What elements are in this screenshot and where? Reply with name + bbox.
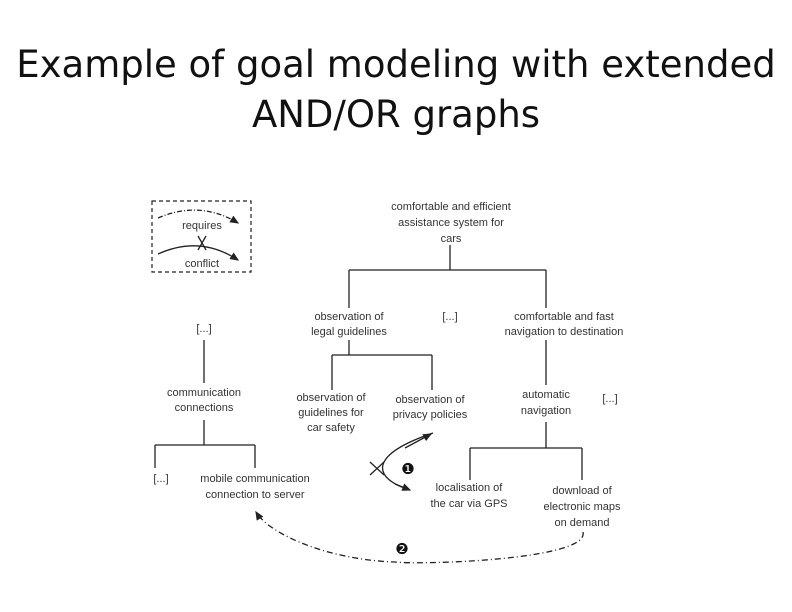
goal-root-more: [...] (442, 311, 457, 323)
legend-conflict-label: conflict (185, 258, 219, 270)
goal-root-line: cars (441, 233, 462, 245)
goal-privacy: observation of privacy policies (393, 394, 468, 421)
legend-frame (151, 200, 252, 273)
goal-maps-line: on demand (554, 517, 609, 529)
tree-edges (154, 245, 583, 480)
conflict-cross (369, 461, 385, 476)
goal-gps-localisation: localisation of the car via GPS (430, 482, 507, 510)
slide-title-line-1: Example of goal modeling with extended (16, 43, 776, 86)
goal-safety-line: guidelines for (298, 407, 364, 419)
goal-gps-line: localisation of (436, 482, 504, 494)
relation-conflict-1: ❶ (369, 432, 434, 491)
goal-safety-line: observation of (296, 392, 366, 404)
goal-communication-line: communication (167, 387, 241, 399)
goal-download-maps: download of electronic maps on demand (543, 485, 621, 529)
goal-automatic-line: automatic (522, 389, 570, 401)
relation-requires-2: ❷ (255, 510, 584, 564)
goal-gps-line: the car via GPS (430, 498, 507, 510)
goal-root-line: comfortable and efficient (391, 201, 511, 213)
goal-navigation-line: comfortable and fast (514, 311, 614, 323)
marker-two: ❷ (395, 540, 408, 558)
legend-requires-label: requires (182, 220, 222, 232)
goal-privacy-line: privacy policies (393, 409, 468, 421)
conflict-arrow-gps (394, 483, 412, 491)
goal-navigation: comfortable and fast navigation to desti… (505, 311, 624, 338)
legend-conflict-cross (197, 235, 207, 251)
goal-navigation-more: [...] (602, 393, 617, 405)
goal-communication: communication connections (167, 387, 241, 414)
goal-maps-line: download of (552, 485, 612, 497)
goal-legal-guidelines: observation of legal guidelines (311, 311, 387, 338)
goal-safety-line: car safety (307, 422, 355, 434)
goal-legal-line: legal guidelines (311, 326, 387, 338)
goal-navigation-line: navigation to destination (505, 326, 624, 338)
conflict-arrow-privacy (404, 433, 433, 449)
marker-one: ❶ (401, 460, 414, 478)
goal-root: comfortable and efficient assistance sys… (391, 201, 511, 245)
goal-legal-line: observation of (314, 311, 384, 323)
requires-curve (255, 510, 584, 564)
goal-mobile-line: connection to server (205, 489, 304, 501)
goal-mobile-line: mobile communication (200, 473, 309, 485)
legend-conflict-arrow (157, 245, 240, 261)
goal-privacy-line: observation of (395, 394, 465, 406)
goal-communication-more: [...] (153, 473, 168, 485)
slide-title-line-2: AND/OR graphs (251, 93, 541, 136)
goal-root-line: assistance system for (398, 217, 504, 229)
goal-mobile-connection: mobile communication connection to serve… (200, 473, 309, 501)
slide-title: Example of goal modeling with extended A… (0, 40, 792, 140)
legend: requires conflict (151, 200, 252, 273)
goal-automatic-navigation: automatic navigation (521, 389, 571, 417)
legend-requires-arrow (157, 209, 240, 224)
goal-maps-line: electronic maps (543, 501, 621, 513)
goal-communication-line: connections (175, 402, 234, 414)
goal-automatic-line: navigation (521, 405, 571, 417)
goal-car-safety: observation of guidelines for car safety (296, 392, 366, 434)
goal-left-more: [...] (196, 323, 211, 335)
